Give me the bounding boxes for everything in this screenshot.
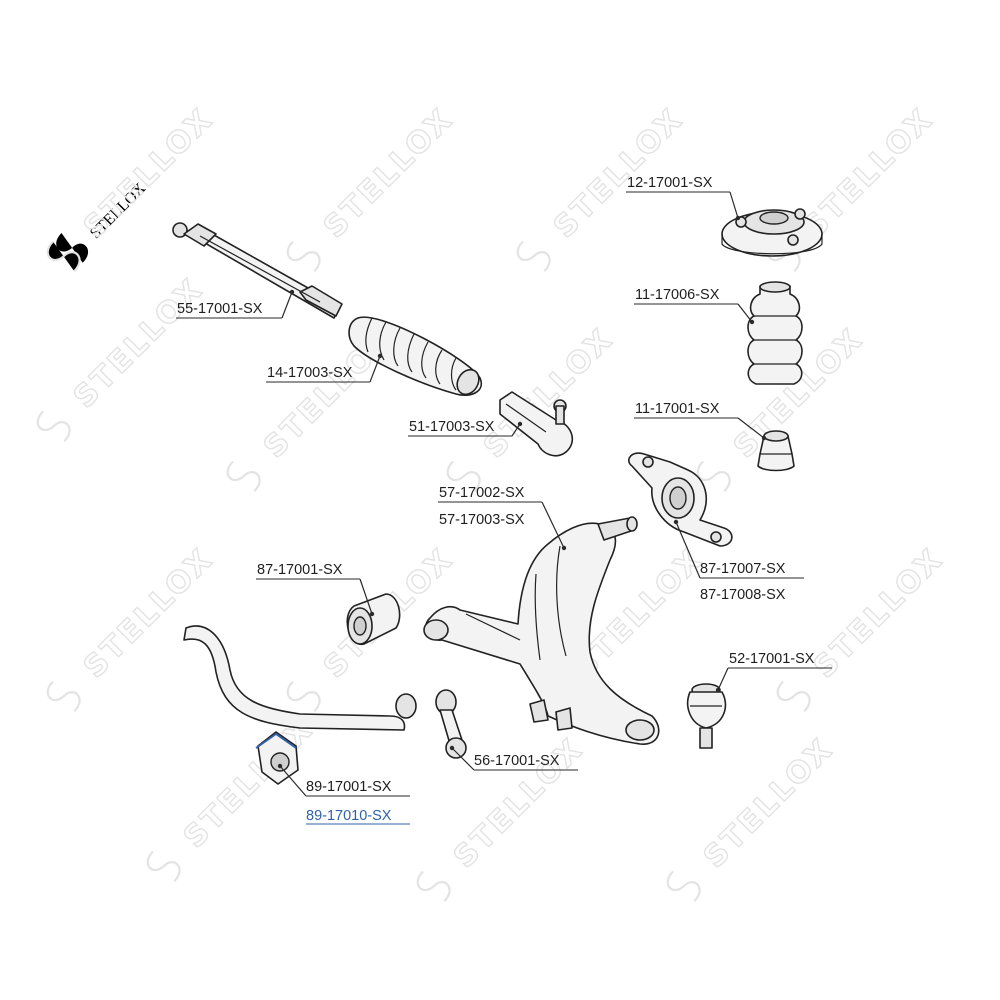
callout-stabilizer-bushing: 89-17001-SX 89-17010-SX (277, 763, 410, 825)
watermark-logo: STELLOX (286, 101, 462, 272)
callout-arm-bushing-front: 87-17001-SX (256, 562, 375, 617)
callout-strut-mount: 12-17001-SX (626, 175, 741, 221)
stabilizer-link-part (435, 689, 467, 759)
part-number-label: 56-17001-SX (474, 753, 560, 769)
part-number-label-highlighted: 89-17010-SX (306, 808, 392, 824)
part-number-label: 57-17002-SX (439, 485, 525, 501)
svg-text:STELLOX: STELLOX (317, 101, 461, 245)
watermark-logo: STELLOX (36, 271, 212, 442)
part-number-label: 87-17008-SX (700, 587, 786, 603)
callout-bump-stop: 11-17001-SX (634, 401, 767, 441)
tie-rod-end-part (499, 391, 574, 457)
svg-text:STELLOX: STELLOX (697, 731, 841, 875)
part-number-label: 11-17001-SX (635, 401, 720, 417)
callout-tie-rod-end: 51-17003-SX (408, 419, 523, 437)
part-number-label: 12-17001-SX (627, 175, 713, 191)
strut-mount-part (721, 208, 823, 257)
part-number-label: 11-17006-SX (635, 287, 720, 303)
tie-rod-part (172, 222, 343, 319)
part-number-label: 87-17007-SX (700, 561, 786, 577)
part-number-label: 57-17003-SX (439, 512, 525, 528)
steering-boot-part (348, 316, 483, 396)
callout-ball-joint: 52-17001-SX (715, 651, 832, 693)
ball-joint-part (686, 683, 727, 749)
bump-stop-part (757, 430, 795, 472)
svg-text:STELLOX: STELLOX (77, 101, 221, 245)
part-number-label: 89-17001-SX (306, 779, 392, 795)
callout-steering-boot: 14-17003-SX (266, 353, 383, 383)
part-number-label: 14-17003-SX (267, 365, 353, 381)
svg-text:STELLOX: STELLOX (797, 101, 941, 245)
arm-bushing-rear-part (628, 452, 733, 547)
watermark-logo: STELLOX (146, 711, 322, 882)
callout-dust-boot: 11-17006-SX (634, 287, 755, 325)
stabilizer-bushing-part (255, 731, 299, 785)
arm-bushing-front-part (346, 593, 401, 645)
watermark-logo: STELLOX (43, 101, 222, 277)
control-arm-part (423, 516, 660, 745)
watermark-logo: STELLOX (776, 541, 952, 712)
callout-control-arm: 57-17002-SX 57-17003-SX (438, 485, 567, 551)
svg-text:STELLOX: STELLOX (807, 541, 951, 685)
svg-text:STELLOX: STELLOX (77, 541, 221, 685)
watermark-logo: STELLOX (666, 731, 842, 902)
part-number-label: 52-17001-SX (729, 651, 815, 667)
svg-text:STELLOX: STELLOX (177, 711, 321, 855)
callout-stabilizer-link: 56-17001-SX (449, 745, 578, 771)
stabilizer-bar-part (183, 625, 417, 731)
dust-boot-part (747, 281, 803, 385)
part-number-label: 51-17003-SX (409, 419, 495, 435)
part-number-label: 55-17001-SX (177, 301, 263, 317)
part-number-label: 87-17001-SX (257, 562, 343, 578)
svg-text:STELLOX: STELLOX (67, 271, 211, 415)
svg-text:STELLOX: STELLOX (547, 101, 691, 245)
callout-arm-bushing-rear: 87-17007-SX 87-17008-SX (673, 519, 804, 603)
callout-tie-rod: 55-17001-SX (176, 289, 295, 319)
